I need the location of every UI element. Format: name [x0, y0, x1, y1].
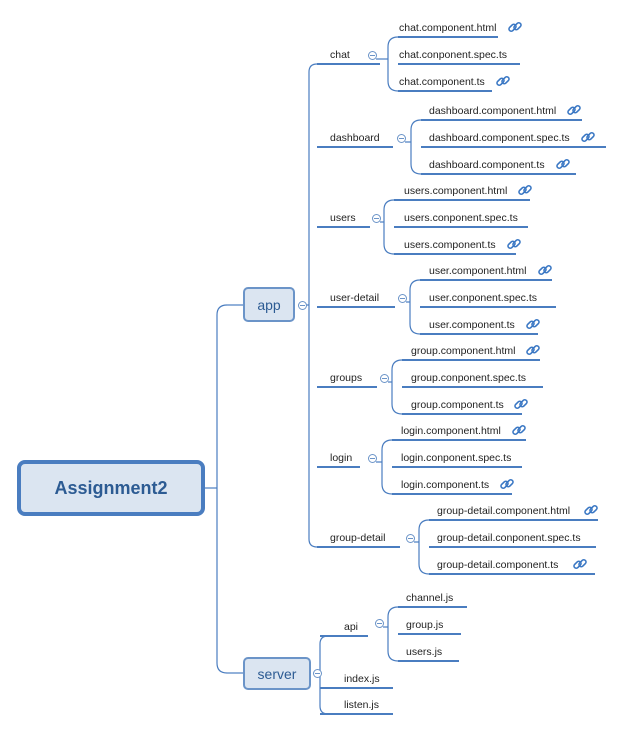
collapse-groups-icon[interactable] [380, 374, 389, 383]
root-node-label: Assignment2 [54, 477, 168, 498]
link-icon[interactable] [499, 476, 515, 492]
file-user-detail-0[interactable]: user.component.html [429, 265, 527, 277]
collapse-chat-icon[interactable] [368, 51, 377, 60]
file-chat-2[interactable]: chat.component.ts [399, 76, 485, 88]
collapse-dashboard-icon[interactable] [397, 134, 406, 143]
link-icon[interactable] [537, 262, 553, 278]
file-dashboard-2[interactable]: dashboard.component.ts [429, 159, 545, 171]
api-file-2[interactable]: users.js [406, 646, 443, 658]
file-user-detail-1[interactable]: user.conponent.spec.ts [429, 292, 537, 304]
server-node[interactable]: server [243, 657, 311, 690]
file-groups-0[interactable]: group.component.html [411, 345, 516, 357]
file-login-1[interactable]: login.conponent.spec.ts [401, 452, 512, 464]
file-groups-2[interactable]: group.component.ts [411, 399, 504, 411]
server-node-label: server [257, 665, 297, 682]
api-file-1[interactable]: group.js [406, 619, 444, 631]
file-chat-1[interactable]: chat.conponent.spec.ts [399, 49, 507, 61]
collapse-api-icon[interactable] [375, 619, 384, 628]
link-icon[interactable] [507, 19, 523, 35]
link-icon[interactable] [566, 102, 582, 118]
link-icon[interactable] [517, 182, 533, 198]
link-icon[interactable] [580, 129, 596, 145]
file-user-detail-2[interactable]: user.component.ts [429, 319, 515, 331]
app-group-groups[interactable]: groups [330, 372, 363, 384]
link-icon[interactable] [506, 236, 522, 252]
app-group-dashboard[interactable]: dashboard [330, 132, 380, 144]
file-group-detail-2[interactable]: group-detail.component.ts [437, 559, 559, 571]
app-group-chat[interactable]: chat [330, 49, 350, 61]
link-icon[interactable] [495, 73, 511, 89]
app-group-login[interactable]: login [330, 452, 353, 464]
collapse-group-detail-icon[interactable] [406, 534, 415, 543]
link-icon[interactable] [572, 556, 588, 572]
link-icon[interactable] [525, 342, 541, 358]
file-dashboard-1[interactable]: dashboard.component.spec.ts [429, 132, 570, 144]
collapse-user-detail-icon[interactable] [398, 294, 407, 303]
link-icon[interactable] [555, 156, 571, 172]
file-users-0[interactable]: users.component.html [404, 185, 508, 197]
server-collapse-icon[interactable] [313, 669, 322, 678]
file-chat-0[interactable]: chat.component.html [399, 22, 497, 34]
file-login-2[interactable]: login.component.ts [401, 479, 490, 491]
file-group-detail-0[interactable]: group-detail.component.html [437, 505, 571, 517]
file-dashboard-0[interactable]: dashboard.component.html [429, 105, 557, 117]
app-group-group-detail[interactable]: group-detail [330, 532, 386, 544]
app-collapse-icon[interactable] [298, 301, 307, 310]
file-users-2[interactable]: users.component.ts [404, 239, 496, 251]
link-icon[interactable] [513, 396, 529, 412]
app-node[interactable]: app [243, 287, 295, 322]
server-file-listen[interactable]: listen.js [344, 699, 380, 711]
file-users-1[interactable]: users.conponent.spec.ts [404, 212, 518, 224]
root-node[interactable]: Assignment2 [17, 460, 205, 516]
file-login-0[interactable]: login.component.html [401, 425, 501, 437]
collapse-users-icon[interactable] [372, 214, 381, 223]
app-group-user-detail[interactable]: user-detail [330, 292, 380, 304]
app-group-users[interactable]: users [330, 212, 356, 224]
file-group-detail-1[interactable]: group-detail.conponent.spec.ts [437, 532, 581, 544]
server-file-index[interactable]: index.js [344, 673, 380, 685]
api-file-0[interactable]: channel.js [406, 592, 454, 604]
app-node-label: app [257, 296, 281, 313]
file-groups-1[interactable]: group.conponent.spec.ts [411, 372, 526, 384]
link-icon[interactable] [583, 502, 599, 518]
collapse-login-icon[interactable] [368, 454, 377, 463]
link-icon[interactable] [511, 422, 527, 438]
server-api-label[interactable]: api [344, 621, 359, 633]
link-icon[interactable] [525, 316, 541, 332]
